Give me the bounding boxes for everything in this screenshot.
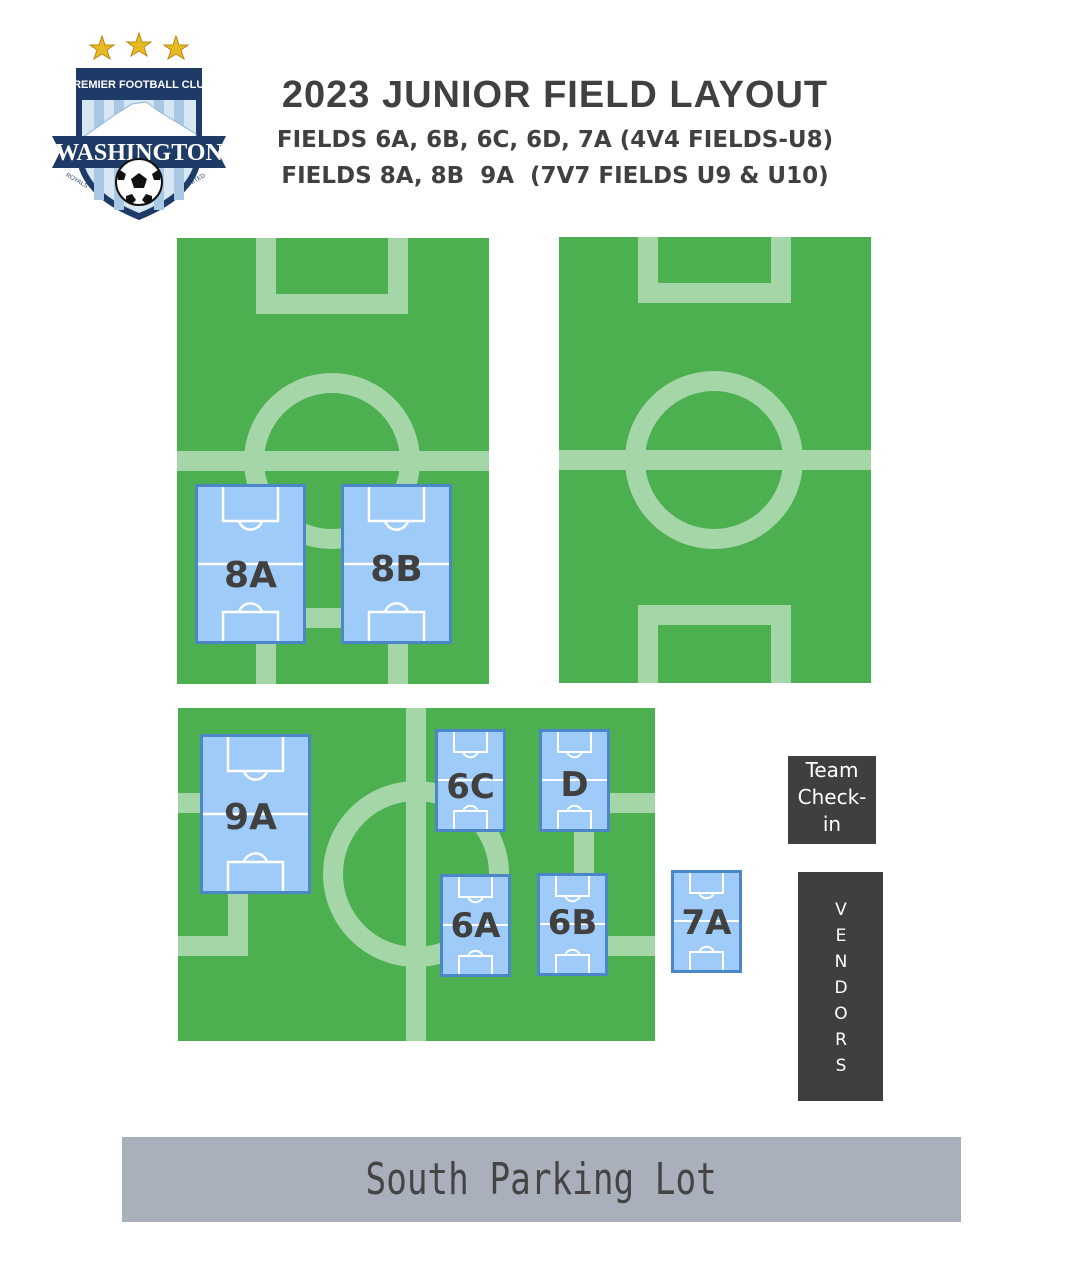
mini-field-markings (443, 877, 508, 974)
field-8b[interactable]: 8B (341, 484, 452, 644)
star-icon (88, 34, 116, 61)
field-8a[interactable]: 8A (195, 484, 306, 644)
club-crest-logo: PREMIER FOOTBALL CLUB WASHINGTON ROYALS … (52, 31, 226, 220)
field-6b[interactable]: 6B (537, 873, 608, 976)
field-label-6d: D (560, 765, 589, 805)
field-label-8a: 8A (224, 555, 277, 596)
soccer-ball-icon (115, 158, 163, 206)
vendors-area[interactable]: VENDORS (798, 872, 883, 1101)
south-parking-lot[interactable]: South Parking Lot (122, 1137, 961, 1222)
field-6a[interactable]: 6A (440, 874, 511, 977)
team-checkin-label: Team Check-in (797, 758, 867, 836)
star-icon (162, 34, 190, 61)
field-label-7a: 7A (681, 903, 732, 943)
mini-field-markings (540, 876, 605, 973)
field-label-6b: 6B (547, 903, 598, 943)
field-label-9a: 9A (224, 797, 277, 838)
field-6c[interactable]: 6C (435, 729, 506, 832)
team-checkin-area[interactable]: Team Check-in (788, 756, 876, 844)
page-title: 2023 JUNIOR FIELD LAYOUT (281, 74, 829, 116)
vendors-label: VENDORS (831, 900, 851, 1082)
field-label-8b: 8B (370, 549, 423, 590)
mini-field-markings (674, 873, 739, 970)
field-label-6c: 6C (446, 767, 495, 807)
field-markings (559, 237, 871, 683)
header: 2023 JUNIOR FIELD LAYOUT FIELDS 6A, 6B, … (230, 68, 880, 189)
banner-ribbon (52, 136, 226, 168)
field-7a[interactable]: 7A (671, 870, 742, 973)
mini-field-markings (198, 487, 303, 641)
parking-label: South Parking Lot (365, 1154, 718, 1205)
logo-top-text: PREMIER FOOTBALL CLUB (66, 79, 213, 91)
large-field-top-right (559, 237, 871, 683)
field-6d[interactable]: D (539, 729, 610, 832)
field-9a[interactable]: 9A (200, 734, 311, 894)
star-icon (125, 31, 153, 58)
field-markings (177, 238, 489, 684)
star-icons (88, 31, 190, 61)
subtitle-line-2: FIELDS 8A, 8B 9A (7V7 FIELDS U9 & U10) (281, 163, 829, 189)
mini-field-markings (203, 737, 308, 891)
mini-field-markings (542, 732, 607, 829)
subtitle-line-1: FIELDS 6A, 6B, 6C, 6D, 7A (4V4 FIELDS-U8… (276, 127, 834, 153)
mini-field-markings (344, 487, 449, 641)
mini-field-markings (438, 732, 503, 829)
field-label-6a: 6A (450, 906, 501, 946)
